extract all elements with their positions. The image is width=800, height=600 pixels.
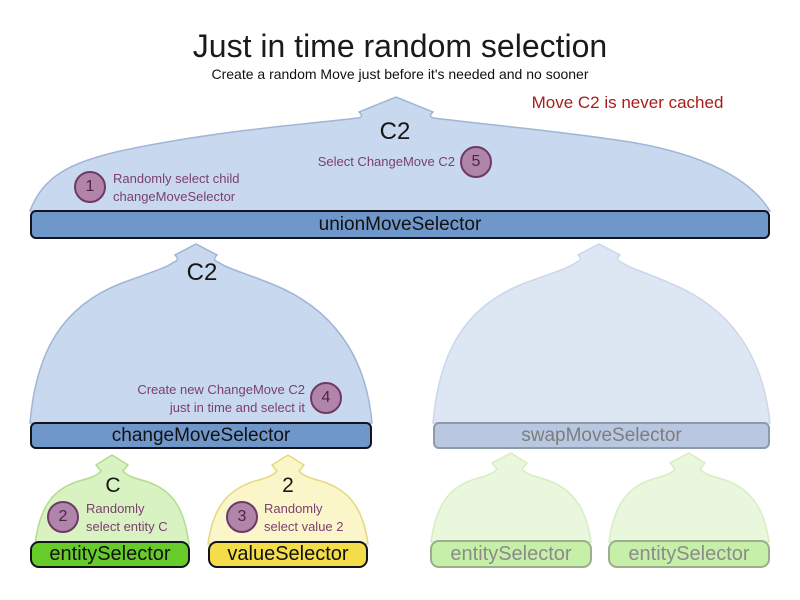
change-move-selector-bar: changeMoveSelector [30,422,372,449]
value-output-label: 2 [282,474,294,497]
step-4-badge: 4 [310,382,342,414]
faded-entity-selector-bar-2: entitySelector [608,540,770,568]
step-3-annotation: Randomly select value 2 [264,501,344,534]
entity-output-label: C [105,474,121,497]
step-2-badge: 2 [47,501,79,533]
union-move-selector-bar: unionMoveSelector [30,210,770,239]
entity-selector-bar: entitySelector [30,541,190,568]
faded-entity-funnel-1-shape [430,452,592,543]
step-5-badge: 5 [460,146,492,178]
swap-move-selector-bar: swapMoveSelector [433,422,770,449]
step-2-annotation: Randomly select entity C [86,501,168,534]
swap-funnel-shape [432,243,771,424]
faded-entity-selector-bar-1: entitySelector [430,540,592,568]
union-funnel-shape [28,96,772,212]
value-selector-bar: valueSelector [208,541,368,568]
step-1-annotation: Randomly select child changeMoveSelector [113,171,240,204]
step-3-badge: 3 [226,501,258,533]
never-cached-note: Move C2 is never cached [531,93,724,112]
step-1-badge: 1 [74,171,106,203]
step-4-annotation: Create new ChangeMove C2 just in time an… [137,382,305,415]
change-output-label: C2 [186,259,218,286]
page-title: Just in time random selection [192,28,608,64]
union-output-label: C2 [379,118,411,145]
faded-entity-funnel-2-shape [608,452,770,543]
change-funnel-shape [29,243,373,424]
page-subtitle: Create a random Move just before it's ne… [211,66,589,82]
step-5-annotation: Select ChangeMove C2 [317,154,455,169]
